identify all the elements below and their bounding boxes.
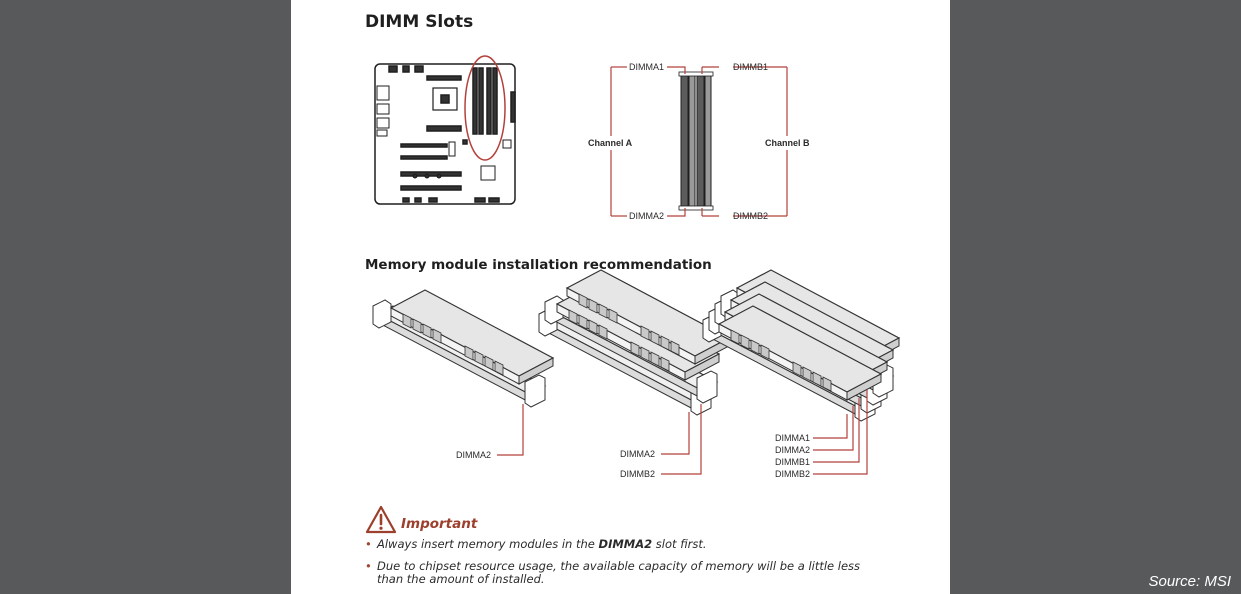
bullet-item: • Always insert memory modules in the DI… bbox=[365, 537, 707, 551]
label-channel-a: Channel A bbox=[588, 138, 633, 148]
label-four-dimma2: DIMMA2 bbox=[775, 445, 810, 455]
diagram-area: DIMMA1 DIMMB1 DIMMA2 DIMMB2 Channel A Ch… bbox=[372, 55, 900, 479]
bullet-item: • Due to chipset resource usage, the ava… bbox=[365, 559, 861, 586]
label-dimmb1: DIMMB1 bbox=[733, 62, 768, 72]
document-page: DIMM Slots bbox=[291, 0, 950, 594]
install-four-modules: DIMMA1 DIMMA2 DIMMB1 DIMMB2 bbox=[702, 269, 900, 479]
label-dimma2: DIMMA2 bbox=[629, 211, 664, 221]
motherboard-diagram bbox=[374, 63, 516, 205]
source-caption: Source: MSI bbox=[1148, 573, 1231, 590]
label-two-dimma2: DIMMA2 bbox=[620, 449, 655, 459]
label-one-dimma2: DIMMA2 bbox=[456, 450, 491, 460]
label-channel-b: Channel B bbox=[765, 138, 810, 148]
label-four-dimma1: DIMMA1 bbox=[775, 433, 810, 443]
important-bullets: • Always insert memory modules in the DI… bbox=[365, 538, 885, 594]
important-label: Important bbox=[401, 516, 478, 532]
channel-diagram: DIMMA1 DIMMB1 DIMMA2 DIMMB2 Channel A Ch… bbox=[585, 62, 815, 221]
warning-triangle-icon bbox=[365, 505, 397, 534]
install-two-modules: DIMMA2 DIMMB2 bbox=[538, 269, 730, 479]
label-dimmb2: DIMMB2 bbox=[733, 211, 768, 221]
install-one-module: DIMMA2 bbox=[372, 289, 554, 460]
label-four-dimmb2: DIMMB2 bbox=[775, 469, 810, 479]
important-callout: Important bbox=[365, 505, 565, 535]
section-heading: Memory module installation recommendatio… bbox=[365, 257, 712, 273]
label-two-dimmb2: DIMMB2 bbox=[620, 469, 655, 479]
dimm-highlight-ellipse bbox=[464, 55, 506, 161]
label-dimma1: DIMMA1 bbox=[629, 62, 664, 72]
label-four-dimmb1: DIMMB1 bbox=[775, 457, 810, 467]
page-title: DIMM Slots bbox=[365, 12, 474, 32]
